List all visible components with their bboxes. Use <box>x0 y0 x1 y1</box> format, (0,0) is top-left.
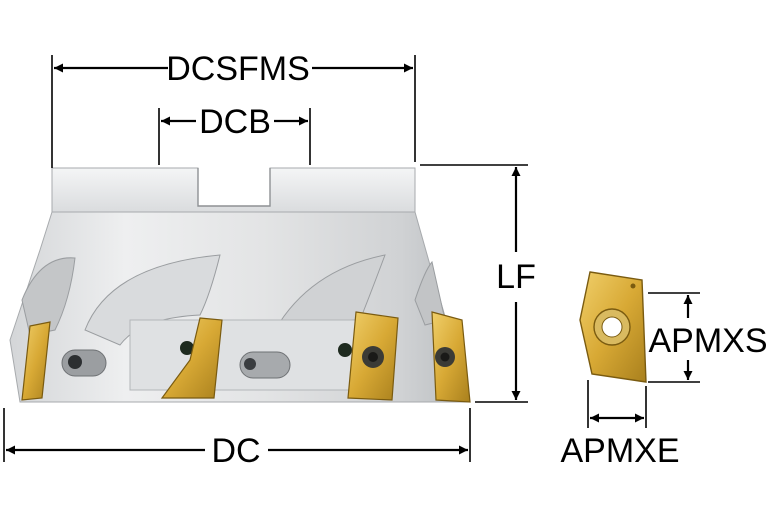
cutter-body <box>9 167 471 403</box>
insert-1 <box>21 321 51 401</box>
apmxs-label: APMXS <box>648 322 767 360</box>
insert-detail <box>579 271 647 383</box>
chip-pocket-1 <box>21 257 76 336</box>
lf-label: LF <box>496 258 536 296</box>
dcsfms-label: DCSFMS <box>166 50 310 88</box>
dc-label: DC <box>211 432 260 470</box>
insert-4 <box>431 311 471 403</box>
screw-hole-2 <box>338 343 352 357</box>
apmxe-label: APMXE <box>560 432 679 470</box>
screw-hole-1 <box>180 341 194 355</box>
insert-2 <box>160 317 223 399</box>
dcb-label: DCB <box>199 103 271 141</box>
insert-3 <box>347 311 399 401</box>
chip-pocket-4 <box>414 260 446 326</box>
coolant-hole-center <box>239 351 291 379</box>
coolant-hole-left <box>61 349 107 377</box>
keyway-slot <box>197 168 271 207</box>
